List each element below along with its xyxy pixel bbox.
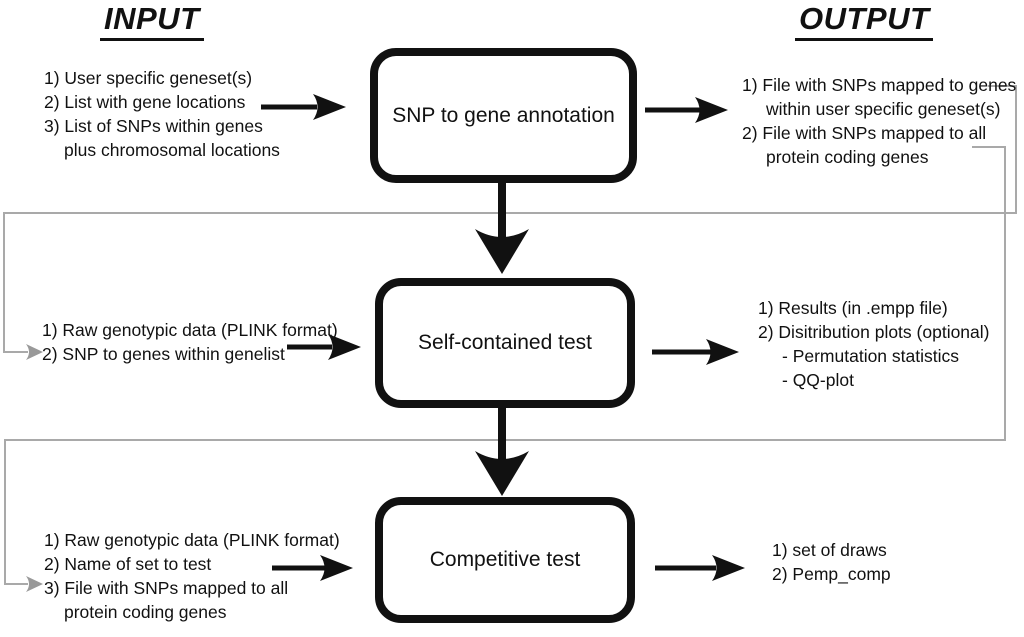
input-item: 2) SNP to genes within genelist [42,344,285,364]
input-item-continuation: protein coding genes [64,602,227,622]
output-item: 1) Results (in .empp file) [758,298,948,318]
output-item: 2) File with SNPs mapped to all [742,123,987,143]
arrowhead-competitive-to-output3 [712,555,745,581]
input-item: 3) File with SNPs mapped to all [44,578,289,598]
arrowhead-annotation-to-selfcontained [475,229,529,274]
input-item: 1) Raw genotypic data (PLINK format) [42,320,338,340]
input-item: 2) Name of set to test [44,554,212,574]
feedback-wire-output1-to-input2 [3,85,1017,353]
node-competitive-test: Competitive test [375,497,635,623]
input-item: 1) Raw genotypic data (PLINK format) [44,530,340,550]
arrowhead-input3-to-competitive [320,555,353,581]
output-subitem: - Permutation statistics [782,346,959,366]
output-block-stage1: 1) File with SNPs mapped to genes within… [742,73,1016,169]
arrowhead-selfcontained-to-output2 [706,339,739,365]
arrowhead-annotation-to-output1 [695,97,728,123]
feedback-arrowhead-input3 [26,576,43,592]
node-label: Self-contained test [418,331,592,354]
output-subitem: - QQ-plot [782,370,854,390]
output-block-stage2: 1) Results (in .empp file) 2) Disitribut… [758,296,990,392]
feedback-arrowhead-input2 [26,344,43,360]
output-item: 1) File with SNPs mapped to genes [742,75,1017,95]
node-snp-to-gene-annotation: SNP to gene annotation [370,48,637,183]
input-item: 1) User specific geneset(s) [44,68,253,88]
output-item: 2) Pemp_comp [772,564,891,584]
arrowhead-selfcontained-to-competitive [475,451,529,496]
input-item: 3) List of SNPs within genes [44,116,263,136]
input-block-stage2: 1) Raw genotypic data (PLINK format) 2) … [42,318,338,366]
input-block-stage3: 1) Raw genotypic data (PLINK format) 2) … [44,528,340,624]
node-self-contained-test: Self-contained test [375,278,635,408]
output-item: 1) set of draws [772,540,887,560]
input-item: 2) List with gene locations [44,92,246,112]
output-item-continuation: within user specific geneset(s) [766,99,1001,119]
node-label: Competitive test [429,548,581,571]
arrowhead-input2-to-selfcontained [328,334,361,360]
arrowhead-input1-to-annotation [313,94,346,120]
output-heading: OUTPUT [795,1,934,41]
output-block-stage3: 1) set of draws 2) Pemp_comp [772,538,891,586]
input-block-stage1: 1) User specific geneset(s) 2) List with… [44,66,280,162]
output-item-continuation: protein coding genes [766,147,929,167]
node-label: SNP to gene annotation [392,103,615,127]
input-item-continuation: plus chromosomal locations [64,140,280,160]
input-heading: INPUT [100,1,204,41]
output-item: 2) Disitribution plots (optional) [758,322,990,342]
